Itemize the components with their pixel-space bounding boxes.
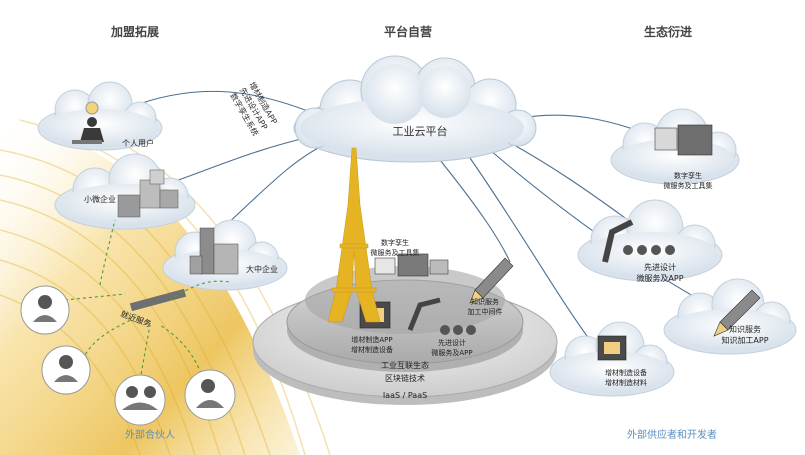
platform-item-1-line1: 数字孪生 [381,238,409,247]
cloud-small-label: 小微企业 [84,194,116,204]
header-right: 生态衍进 [644,24,692,39]
central-cloud [293,55,537,163]
platform-item-3-line2: 增材制造设备 [351,345,393,354]
header-center: 平台自营 [384,24,432,39]
right-pencil-icon [713,289,761,337]
platform-item-4-line2: 微服务及APP [431,348,472,357]
partner-avatar-2 [41,345,91,395]
layer-base-label: IaaS / PaaS [383,391,427,400]
cloud-large-label: 大中企业 [246,264,278,274]
partner-avatar-4 [184,369,236,421]
cloud-small [54,153,196,230]
cloud-right-1 [610,108,740,185]
partner-avatar-3 [114,374,166,426]
platform-item-4-line1: 先进设计 [438,338,466,347]
external-suppliers-label: 外部供应者和开发者 [627,428,717,441]
small-buildings-icon [117,169,179,218]
layer-blockchain-label: 区块链技术 [385,373,425,383]
cloud-right-3-line2: 知识加工APP [721,335,768,345]
person-icon [72,101,104,144]
right-robot-arm-icon [602,219,675,263]
external-partners-label: 外部合伙人 [125,428,175,441]
cloud-personal-label: 个人用户 [122,138,154,148]
cloud-right-1-line2: 微服务及工具集 [664,181,713,190]
platform-item-2-line1: 知识服务 [471,297,499,306]
header-left: 加盟拓展 [110,24,159,39]
platform-machines-icon [374,253,449,277]
layer-ecosystem-label: 工业互联生态 [381,360,429,370]
cloud-right-1-line1: 数字孪生 [674,171,702,180]
printer-strip-icon [129,288,187,312]
cloud-right-3 [663,278,797,355]
cloud-right-4-line1: 增材制造设备 [605,368,647,377]
platform-item-2-line2: 加工中间件 [468,307,503,316]
platform-item-3-line1: 增材制造APP [351,335,392,344]
cloud-right-3-line1: 知识服务 [729,324,761,334]
cloud-large [162,219,288,291]
cloud-right-2 [577,199,723,282]
cloud-right-4-line2: 增材制造材料 [605,378,647,387]
cloud-personal [37,81,163,151]
platform-pencil-icon [469,257,514,304]
tower-icon [327,147,381,323]
right-printer-icon [597,335,627,361]
cloud-right-4 [549,321,675,397]
platform-disc [252,266,558,405]
platform-robot-arm-icon [407,297,476,335]
platform-item-1-line2: 微服务及工具集 [371,248,420,257]
partner-avatar-1 [20,285,70,335]
central-cloud-label: 工业云平台 [393,124,448,138]
cloud-right-2-line1: 先进设计 [644,262,676,272]
cloud-right-2-line2: 微服务及APP [636,273,683,283]
large-buildings-icon [189,227,239,275]
right-machines-icon [654,124,713,156]
vertical-label-group: 数字孪生系统 先进设计APP 增材制造APP [228,80,279,138]
